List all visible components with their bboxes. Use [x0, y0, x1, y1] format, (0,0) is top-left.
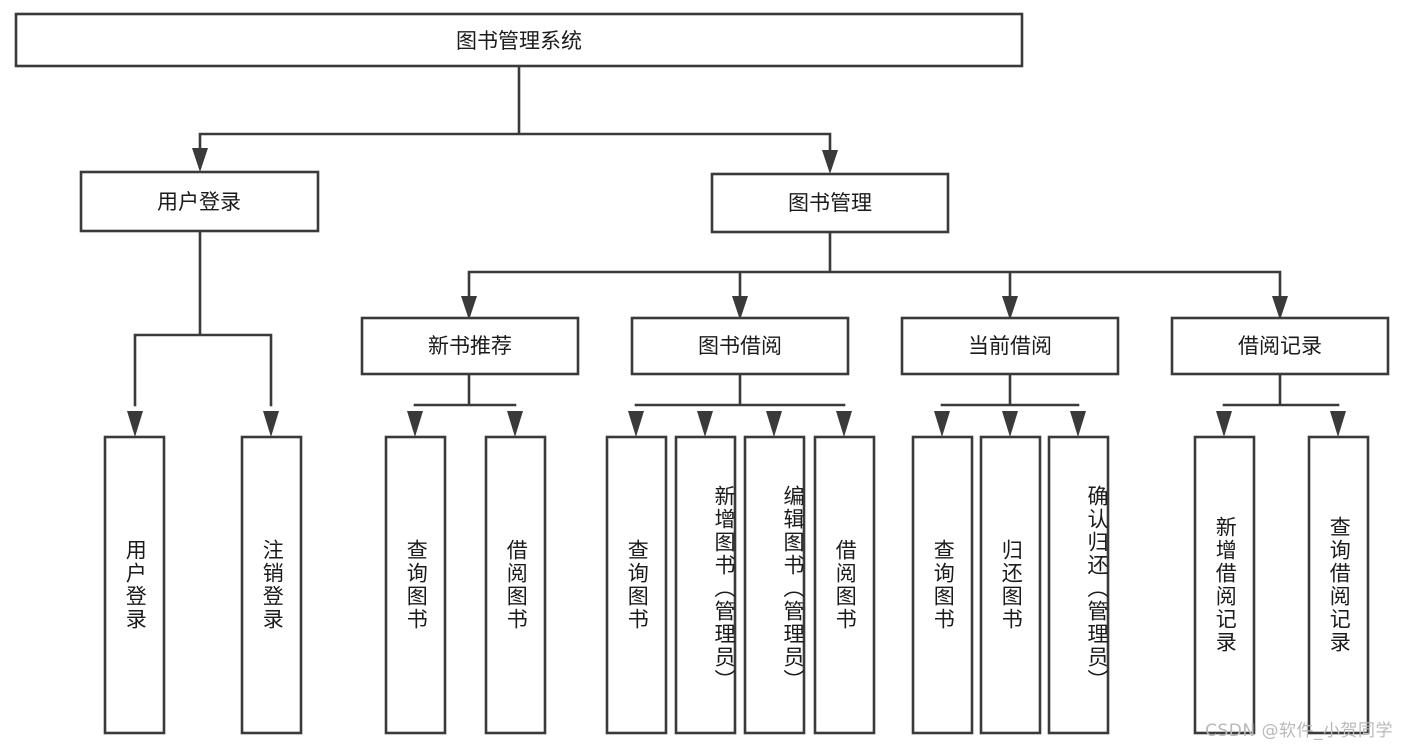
- arrow-to-leaf-add-record: [1216, 411, 1232, 437]
- node-root[interactable]: [14, 12, 1024, 68]
- node-new-book-rec-label: 新书推荐: [428, 334, 512, 358]
- connectors-bookmanage-to-level2: [461, 230, 1288, 320]
- arrow-to-current-borrow: [1002, 296, 1018, 320]
- connector-borrowrecord-branch: [1222, 372, 1340, 407]
- node-leaf-borrow-book-bb[interactable]: [813, 435, 876, 735]
- connector-root-branch: [198, 64, 832, 162]
- connectors-root-to-level1: [192, 64, 838, 174]
- connectors-currentborrow-to-leaves: [934, 372, 1086, 437]
- connectors-bookborrow-to-leaves: [628, 372, 852, 437]
- arrow-to-leaf-query-book-cb: [934, 411, 950, 437]
- arrow-to-leaf-add-book: [697, 411, 713, 437]
- connectors-userlogin-to-leaves: [127, 229, 279, 437]
- node-borrow-record-label: 借阅记录: [1238, 334, 1322, 358]
- node-leaf-confirm-return[interactable]: [1047, 435, 1110, 735]
- connector-newbookrec-branch: [413, 372, 517, 407]
- connector-userlogin-branch: [133, 229, 273, 407]
- node-book-manage-label: 图书管理: [788, 191, 872, 215]
- arrow-to-leaf-return-book: [1002, 411, 1018, 437]
- node-user-login[interactable]: [79, 170, 320, 233]
- node-book-borrow[interactable]: [630, 316, 850, 376]
- node-leaf-user-logout[interactable]: [240, 435, 303, 735]
- node-leaf-edit-book[interactable]: [743, 435, 806, 735]
- arrow-to-leaf-edit-book: [766, 411, 782, 437]
- node-user-login-label: 用户登录: [157, 190, 241, 214]
- node-current-borrow-label: 当前借阅: [968, 334, 1052, 358]
- node-leaf-add-record[interactable]: [1193, 435, 1256, 735]
- arrow-to-leaf-query-record: [1330, 411, 1346, 437]
- arrow-to-user-login: [192, 148, 208, 172]
- arrow-to-book-manage: [822, 150, 838, 174]
- node-new-book-rec[interactable]: [360, 316, 580, 376]
- arrow-to-leaf-user-logout: [263, 411, 279, 437]
- node-root-label: 图书管理系统: [456, 29, 582, 53]
- node-leaf-query-book-cb[interactable]: [911, 435, 974, 735]
- connectors-borrowrecord-to-leaves: [1216, 372, 1346, 437]
- arrow-to-leaf-confirm-return: [1070, 411, 1086, 437]
- arrow-to-leaf-borrow-book-rec: [507, 411, 523, 437]
- csdn-watermark: CSDN @软件_小贺同学: [1205, 721, 1393, 741]
- node-leaf-add-book[interactable]: [674, 435, 737, 735]
- arrow-to-borrow-record: [1272, 296, 1288, 320]
- arrow-to-leaf-query-book-rec: [407, 411, 423, 437]
- arrow-to-leaf-user-login: [127, 411, 143, 437]
- node-current-borrow[interactable]: [900, 316, 1120, 376]
- arrow-to-book-borrow: [732, 296, 748, 320]
- connector-bookmanage-branch: [467, 230, 1282, 300]
- connector-currentborrow-branch: [940, 372, 1080, 407]
- node-leaf-user-login[interactable]: [103, 435, 166, 735]
- connector-bookborrow-branch: [634, 372, 846, 407]
- node-leaf-return-book[interactable]: [979, 435, 1042, 735]
- node-leaf-borrow-book-rec[interactable]: [484, 435, 547, 735]
- arrow-to-new-book-rec: [461, 296, 477, 320]
- connectors-newbookrec-to-leaves: [407, 372, 523, 437]
- node-book-manage[interactable]: [710, 172, 950, 234]
- node-leaf-query-book-bb[interactable]: [605, 435, 668, 735]
- node-leaf-query-record[interactable]: [1307, 435, 1370, 735]
- node-borrow-record[interactable]: [1170, 316, 1390, 376]
- node-leaf-query-book-rec[interactable]: [384, 435, 447, 735]
- node-book-borrow-label: 图书借阅: [698, 334, 782, 358]
- arrow-to-leaf-query-book-bb: [628, 411, 644, 437]
- arrow-to-leaf-borrow-book-bb: [836, 411, 852, 437]
